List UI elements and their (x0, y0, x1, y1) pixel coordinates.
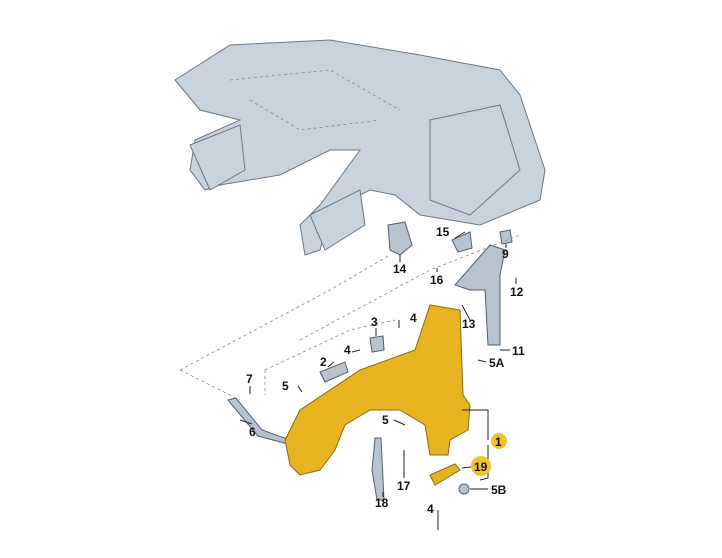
leader-lines (239, 231, 517, 530)
label-19: 19 (474, 460, 488, 474)
part-6-bracket (227, 397, 291, 445)
label-3: 3 (371, 315, 378, 329)
part-5b-washer (458, 483, 470, 495)
highlight-19 (471, 456, 491, 476)
highlight-1 (491, 433, 507, 449)
label-14: 14 (393, 262, 407, 276)
label-16: 16 (430, 273, 444, 287)
label-4-mid: 4 (344, 343, 351, 357)
part-14-bracket (387, 221, 413, 256)
label-4-bottom: 4 (427, 502, 434, 516)
part-15-bracket (451, 231, 473, 253)
part-1-fender (284, 304, 471, 476)
label-15: 15 (436, 225, 450, 239)
label-5-lower: 5 (382, 413, 389, 427)
part-9-bolt (499, 229, 513, 245)
front-body-structure (174, 39, 546, 256)
label-4-top: 4 (410, 311, 417, 325)
label-18: 18 (375, 496, 389, 510)
label-5a: 5A (489, 356, 505, 370)
label-13: 13 (462, 317, 476, 331)
assembly-lines (179, 234, 521, 401)
part-3-clip (369, 335, 385, 353)
label-6: 6 (249, 425, 256, 439)
part-18-strip (371, 437, 385, 501)
label-5b: 5B (491, 483, 507, 497)
label-17: 17 (397, 479, 411, 493)
part-11-liner (454, 244, 506, 346)
label-5-left: 5 (282, 379, 289, 393)
label-9: 9 (502, 247, 509, 261)
label-12: 12 (510, 285, 524, 299)
part-19-bracket (429, 463, 461, 486)
part-2-bracket (319, 361, 349, 383)
label-7: 7 (246, 372, 253, 386)
label-1: 1 (495, 435, 502, 449)
label-11: 11 (512, 344, 525, 358)
item-1-bracket (462, 409, 489, 481)
label-2: 2 (320, 355, 327, 369)
